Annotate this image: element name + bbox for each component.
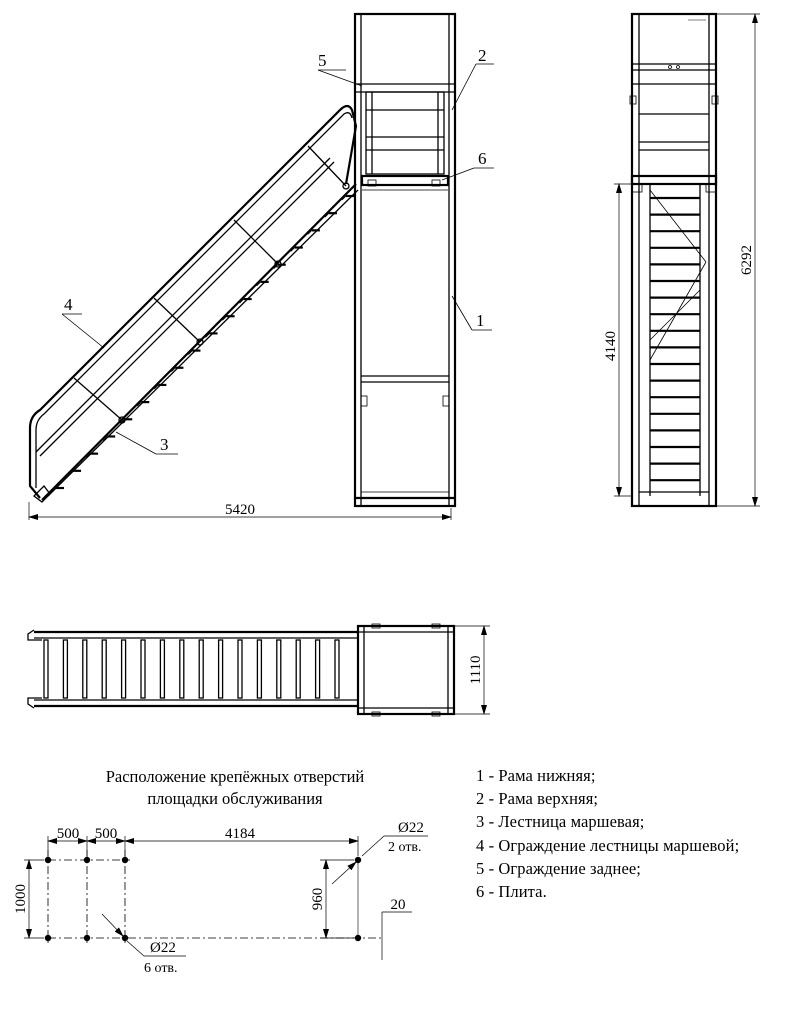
plan-tread bbox=[276, 639, 282, 699]
stair-tread-edge bbox=[256, 281, 261, 287]
plan-tread bbox=[140, 639, 146, 699]
stair-tread-edge bbox=[188, 350, 193, 355]
legend-item: 3 - Лестница маршевая; bbox=[476, 812, 645, 832]
plan-tread bbox=[256, 639, 263, 699]
legend-item: 4 - Ограждение лестницы маршевой; bbox=[476, 835, 740, 855]
side-callouts: 5 2 6 1 4 3 bbox=[61, 46, 494, 455]
dim-20: 20 bbox=[391, 897, 406, 913]
callout-4: 4 bbox=[64, 295, 73, 314]
parts-legend: 1 - Рама нижняя; 2 - Рама верхняя; 3 - Л… bbox=[476, 764, 739, 903]
plan-tread bbox=[179, 639, 185, 699]
callout-5: 5 bbox=[318, 51, 327, 70]
plan-tread bbox=[43, 639, 49, 699]
overall-length-dimension: 5420 bbox=[28, 502, 452, 520]
holes-layout-title-line1: Расположение крепёжных отверстий bbox=[105, 767, 365, 786]
dim-4184: 4184 bbox=[225, 826, 256, 842]
callout-1: 1 bbox=[476, 311, 485, 330]
stair-tread-edge bbox=[51, 487, 57, 493]
stair-tread-edge bbox=[290, 247, 296, 252]
hole-dia-left: Ø22 bbox=[150, 940, 176, 956]
holes-layout-title: Расположение крепёжных отверстий площадк… bbox=[40, 766, 430, 810]
stair-guard bbox=[28, 104, 358, 503]
stair-tread-edge bbox=[239, 298, 244, 304]
plan-tread bbox=[314, 639, 321, 699]
side-view: 5420 5 2 6 1 4 3 bbox=[28, 12, 494, 520]
stair-tread-edge bbox=[85, 453, 91, 458]
legend-item: 1 - Рама нижняя; bbox=[476, 766, 596, 785]
legend-item: 5 - Ограждение заднее; bbox=[476, 858, 641, 878]
holes-layout-title-line2: площадки обслуживания bbox=[147, 789, 323, 808]
plan-tread bbox=[62, 639, 69, 699]
callout-6: 6 bbox=[478, 149, 487, 168]
stair-tread-edge bbox=[222, 315, 227, 321]
dim-500-b: 500 bbox=[95, 826, 118, 842]
dim-500-a: 500 bbox=[57, 826, 80, 842]
stair-tread-edge bbox=[102, 436, 108, 441]
legend-item: 6 - Плита. bbox=[476, 882, 547, 902]
callout-2: 2 bbox=[478, 46, 487, 65]
hole-count-left: 6 отв. bbox=[144, 961, 178, 976]
plan-tread bbox=[217, 639, 224, 699]
stair-tread-edge bbox=[205, 333, 210, 338]
plan-tread bbox=[120, 639, 127, 699]
dim-960: 960 bbox=[310, 888, 326, 911]
stair-tread-edge bbox=[307, 230, 313, 235]
stair-tread-edge bbox=[68, 470, 74, 476]
callout-3: 3 bbox=[160, 435, 169, 454]
dim-total-length: 5420 bbox=[225, 502, 255, 518]
hole-count-right: 2 отв. bbox=[388, 840, 422, 855]
plan-tread bbox=[159, 639, 166, 699]
stair-tread-edge bbox=[324, 212, 330, 218]
dim-ladder-height: 4140 bbox=[603, 331, 619, 361]
plan-tread bbox=[101, 639, 107, 699]
dim-platform-width: 1110 bbox=[468, 656, 484, 685]
plan-tread bbox=[82, 639, 88, 699]
hole-dia-right: Ø22 bbox=[398, 820, 424, 836]
stair-tread-edge bbox=[137, 401, 142, 407]
plan-tread bbox=[198, 639, 204, 699]
top-view: 1110 bbox=[27, 623, 490, 717]
dim-1000: 1000 bbox=[13, 884, 29, 914]
plan-tread bbox=[237, 639, 243, 699]
plan-tread bbox=[295, 639, 301, 699]
legend-item: 2 - Рама верхняя; bbox=[476, 789, 599, 809]
stair-tread-edge bbox=[171, 367, 176, 373]
front-height-dimensions: 6292 4140 bbox=[603, 13, 760, 507]
dim-total-height: 6292 bbox=[739, 245, 755, 275]
tower-frame bbox=[353, 12, 457, 508]
plan-tread bbox=[334, 639, 340, 699]
front-view: 6292 4140 bbox=[603, 12, 760, 508]
holes-layout: 500 500 4184 1000 960 20 Ø22 2 отв. Ø22 … bbox=[13, 820, 428, 976]
stair-tread-edge bbox=[154, 384, 159, 390]
stair-tread-edge bbox=[341, 195, 347, 201]
